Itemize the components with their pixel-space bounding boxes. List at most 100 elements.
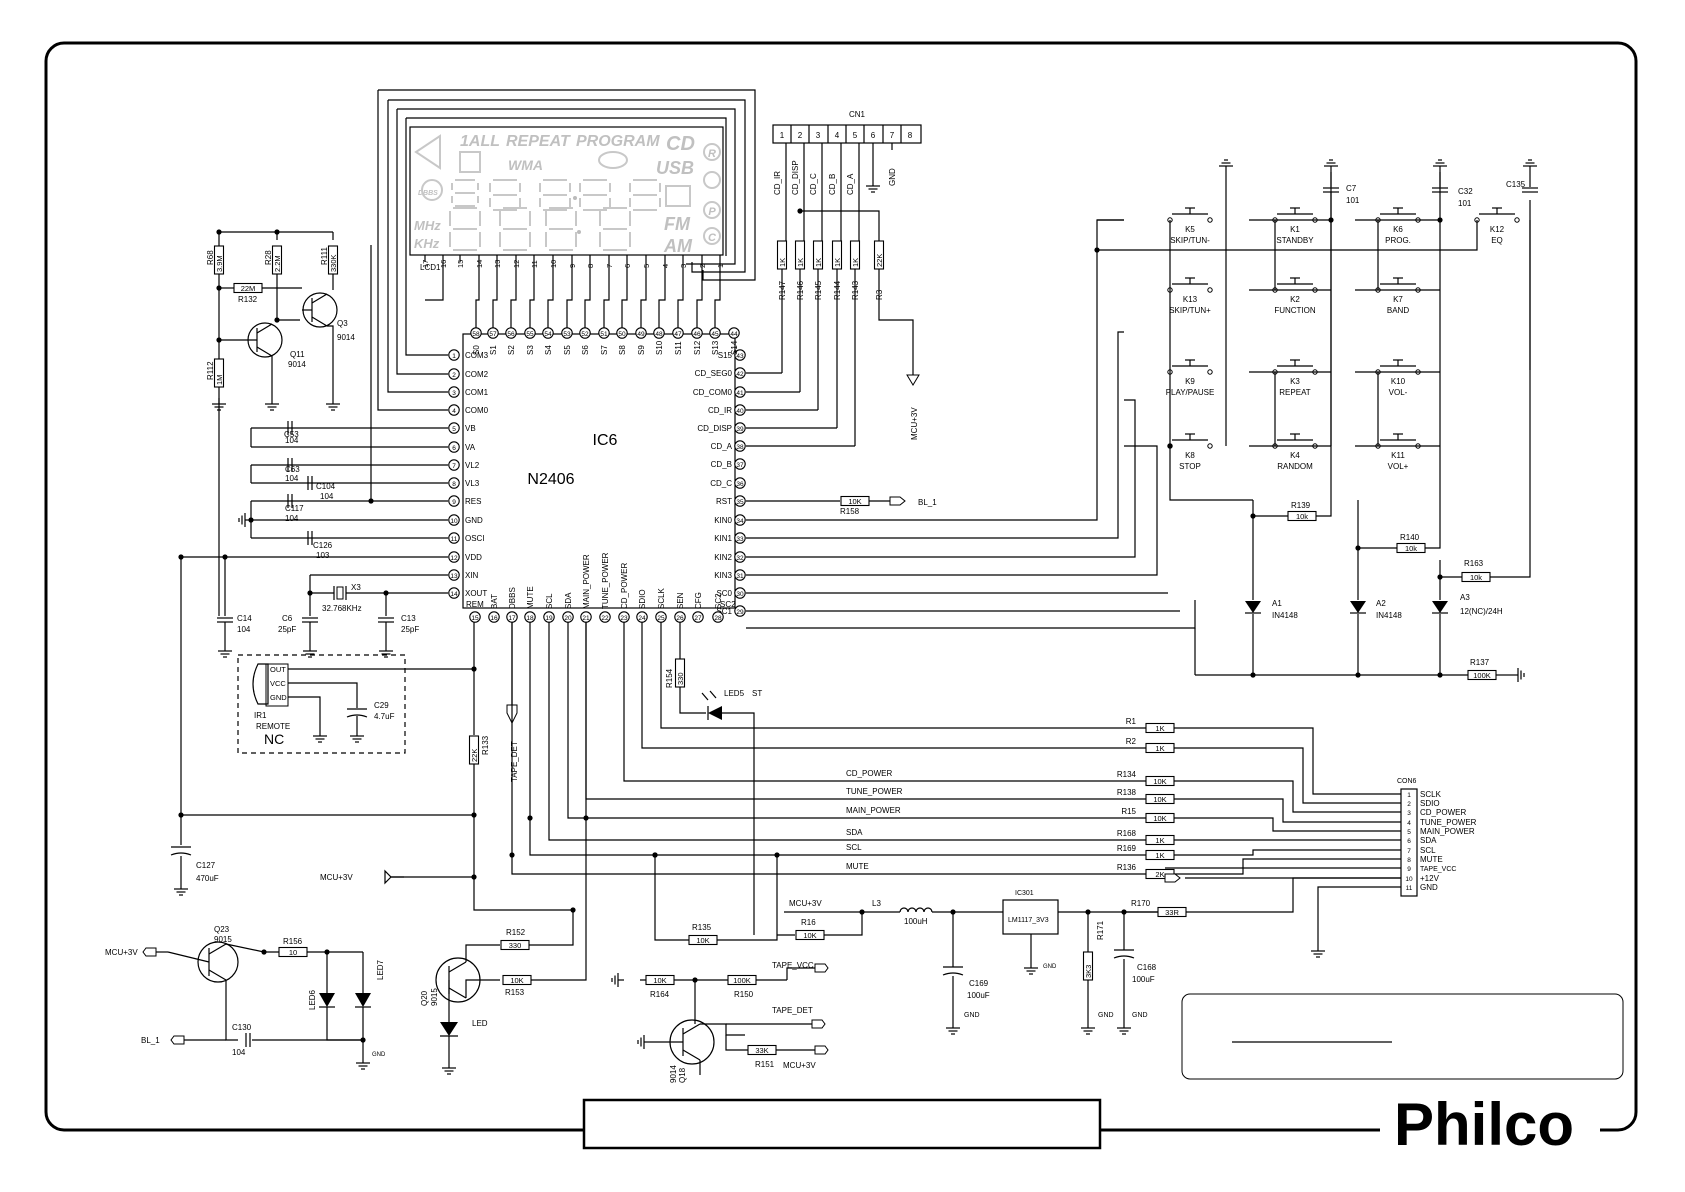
con6-resistor-ref: R136: [1117, 863, 1137, 872]
wire: [1174, 849, 1401, 856]
wire: [548, 622, 1146, 841]
ir1-ref: IR1: [254, 711, 267, 720]
con6-pin-number: 4: [1407, 820, 1411, 827]
mcu3v-flag-tape: [814, 1045, 829, 1055]
ic-pin: [734, 605, 746, 617]
cn1-pin-number: 3: [816, 131, 821, 140]
ic-pin-number: 46: [693, 331, 701, 338]
wire: [425, 262, 444, 301]
c7-value: 101: [1346, 196, 1360, 205]
ic-pin-number: 15: [471, 615, 479, 622]
ic-pin-label: SC0: [716, 589, 732, 598]
ic-pin-number: 17: [508, 615, 516, 622]
key-ref: K2: [1290, 295, 1300, 304]
r28-ref: R28: [264, 250, 273, 265]
lcd-battery: [665, 185, 691, 207]
tape-det-label-2: TAPE_DET: [772, 1006, 813, 1015]
ic-pin-label: XOUT: [465, 589, 487, 598]
c104-ref: C104: [316, 482, 336, 491]
con6-pin-label: MAIN_POWER: [1420, 827, 1475, 836]
ic-pin-label: KIN2: [714, 553, 732, 562]
ic-pin: [469, 611, 481, 623]
ic6-name: IC6: [593, 432, 618, 449]
r137-value: 100K: [1473, 671, 1491, 680]
wire: [603, 262, 610, 328]
ic-pin-number: 57: [489, 331, 497, 338]
wire: [746, 331, 1124, 539]
cn1-name: CN1: [849, 110, 866, 119]
junction-dot: [1355, 672, 1361, 678]
con6-pin-number: 5: [1407, 829, 1411, 836]
lcd-digit: [449, 207, 481, 251]
key-ref: K6: [1393, 225, 1403, 234]
ic-pin-number: 56: [507, 331, 515, 338]
con6-pin-number: 11: [1406, 885, 1413, 892]
philco-logo: Philco: [1394, 1091, 1574, 1158]
wire: [677, 262, 684, 328]
ic-pin-number: 13: [450, 573, 458, 580]
wire: [256, 346, 273, 357]
lcd-digit: [599, 207, 631, 251]
junction-dot: [307, 590, 313, 596]
ir-receiver-pins: [265, 663, 289, 707]
ir-receiver-body: [252, 663, 269, 705]
ic-pin: [448, 569, 460, 581]
c168-ref: C168: [1137, 963, 1157, 972]
title-box: [582, 1098, 1102, 1150]
c14-value: 104: [237, 625, 251, 634]
lcd-pin-number: 15: [456, 260, 465, 268]
switch-contact: [1207, 443, 1213, 449]
ic-pin: [448, 477, 460, 489]
lcd-indicator: [703, 171, 721, 189]
a3-ref: A3: [1460, 593, 1470, 602]
r151-ref: R151: [755, 1060, 775, 1069]
ic-pin-label: S7: [600, 345, 609, 355]
r163-ref: R163: [1464, 559, 1484, 568]
lcd-digit: [539, 179, 571, 211]
r133-ref: R133: [481, 735, 490, 755]
ic-pin-label: SEN: [676, 592, 685, 609]
q11-ref: Q11: [290, 350, 305, 359]
cn1-resistor-value: 1K: [778, 258, 787, 267]
lcd-glyph-usb: USB: [656, 158, 694, 178]
ic-pin-number: 47: [674, 331, 682, 338]
ic-pin-label: SC2: [720, 600, 736, 609]
ic-pin-number: 4: [452, 408, 456, 415]
wire: [621, 262, 628, 328]
ir-pin-out: OUT: [270, 665, 286, 674]
wire: [1174, 817, 1401, 832]
ic-pin-number: 26: [676, 615, 684, 622]
ic-pin: [599, 611, 611, 623]
c14-ref: C14: [237, 614, 252, 623]
ic-pin: [448, 532, 460, 544]
ic-pin-label: CD_C: [710, 479, 732, 488]
r158-value: 10K: [848, 497, 861, 506]
con6-net-label: CD_POWER: [846, 769, 892, 778]
lcd-dice-symbol: [459, 151, 481, 173]
c127-ref: C127: [196, 861, 216, 870]
junction-dot: [1437, 672, 1443, 678]
r28-value: 2.2M: [273, 255, 282, 272]
key-name: VOL+: [1388, 462, 1409, 471]
r139-ref: R139: [1291, 501, 1311, 510]
bl1-label: BL_1: [918, 498, 937, 507]
wire: [725, 1035, 748, 1051]
key-ref: K1: [1290, 225, 1300, 234]
ic-pin-label: CD_A: [711, 442, 733, 451]
lcd-glyph-dbbs: DBBS: [418, 190, 438, 197]
lcd-colon: [577, 230, 581, 234]
key-ref: K12: [1490, 225, 1505, 234]
ic-pin: [734, 367, 746, 379]
ic-pin-label: CD_SEG0: [695, 369, 733, 378]
con6-resistor-ref: R2: [1126, 737, 1137, 746]
ic-pin-number: 44: [730, 331, 738, 338]
ic-pin: [448, 587, 460, 599]
r170-ref: R170: [1131, 899, 1151, 908]
con6-net-label: TUNE_POWER: [846, 787, 903, 796]
c29-ref: C29: [374, 701, 389, 710]
lcd-colon: [573, 196, 577, 200]
ic-pin-number: 55: [526, 331, 534, 338]
led5-diode: [708, 706, 722, 720]
mcu3v-label: MCU+3V: [910, 407, 919, 440]
ic-pin-label: S4: [544, 345, 553, 355]
